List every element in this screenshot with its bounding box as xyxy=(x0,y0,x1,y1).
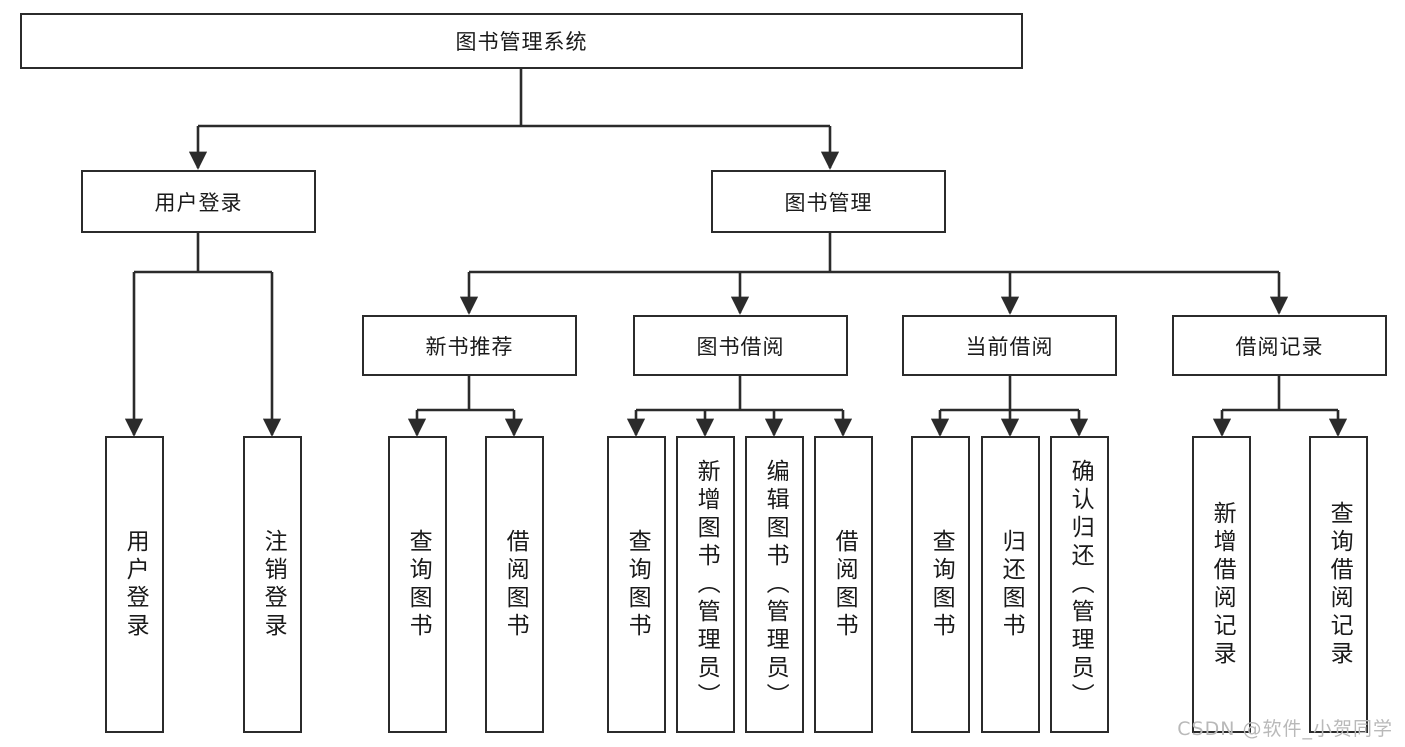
node-book-borrow[interactable]: 图书借阅 xyxy=(633,315,848,376)
leaf-confirm-return-admin[interactable]: 确认归还（管理员） xyxy=(1050,436,1109,733)
node-root-book-management-system[interactable]: 图书管理系统 xyxy=(20,13,1023,69)
leaf-label: 编辑图书（管理员） xyxy=(762,458,789,711)
leaf-label: 查询图书 xyxy=(624,528,651,641)
leaf-query-book-recommend[interactable]: 查询图书 xyxy=(388,436,447,733)
leaf-query-book-borrow[interactable]: 查询图书 xyxy=(607,436,666,733)
leaf-return-book[interactable]: 归还图书 xyxy=(981,436,1040,733)
node-label: 当前借阅 xyxy=(965,334,1054,359)
leaf-label: 注销登录 xyxy=(260,528,287,641)
node-label: 图书管理系统 xyxy=(455,30,588,54)
leaf-query-book-current[interactable]: 查询图书 xyxy=(911,436,970,733)
leaf-label: 确认归还（管理员） xyxy=(1067,458,1094,711)
node-label: 图书管理 xyxy=(784,190,873,215)
node-user-login[interactable]: 用户登录 xyxy=(81,170,316,233)
node-current-borrow[interactable]: 当前借阅 xyxy=(902,315,1117,376)
leaf-add-book-admin[interactable]: 新增图书（管理员） xyxy=(676,436,735,733)
leaf-user-login[interactable]: 用户登录 xyxy=(105,436,164,733)
node-book-management[interactable]: 图书管理 xyxy=(711,170,946,233)
leaf-label: 用户登录 xyxy=(122,528,149,641)
leaf-logout[interactable]: 注销登录 xyxy=(243,436,302,733)
leaf-label: 借阅图书 xyxy=(502,528,529,641)
leaf-borrow-book[interactable]: 借阅图书 xyxy=(814,436,873,733)
leaf-label: 查询图书 xyxy=(405,528,432,641)
node-label: 图书借阅 xyxy=(696,334,785,359)
leaf-label: 查询图书 xyxy=(928,528,955,641)
leaf-label: 新增借阅记录 xyxy=(1209,500,1236,669)
leaf-label: 新增图书（管理员） xyxy=(693,458,720,711)
leaf-query-borrow-record[interactable]: 查询借阅记录 xyxy=(1309,436,1368,733)
node-new-book-recommend[interactable]: 新书推荐 xyxy=(362,315,577,376)
node-label: 用户登录 xyxy=(154,190,243,215)
leaf-label: 归还图书 xyxy=(998,528,1025,641)
node-borrow-record[interactable]: 借阅记录 xyxy=(1172,315,1387,376)
leaf-borrow-book-recommend[interactable]: 借阅图书 xyxy=(485,436,544,733)
node-label: 新书推荐 xyxy=(425,334,514,359)
node-label: 借阅记录 xyxy=(1235,334,1324,359)
leaf-add-borrow-record[interactable]: 新增借阅记录 xyxy=(1192,436,1251,733)
leaf-label: 查询借阅记录 xyxy=(1326,500,1353,669)
leaf-edit-book-admin[interactable]: 编辑图书（管理员） xyxy=(745,436,804,733)
leaf-label: 借阅图书 xyxy=(831,528,858,641)
